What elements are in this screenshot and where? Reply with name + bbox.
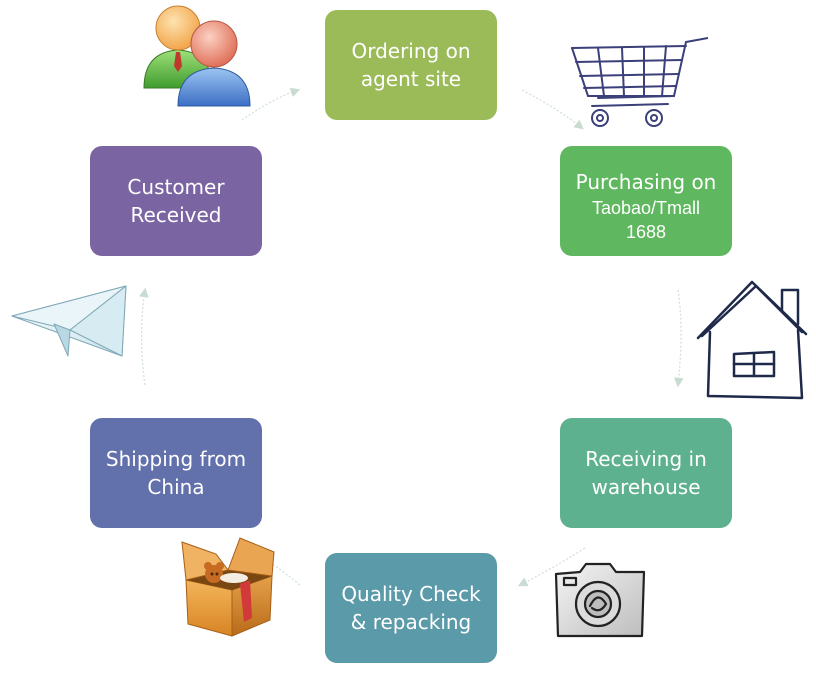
step-purchasing-line-2: Taobao/Tmall bbox=[591, 198, 701, 218]
step-shipping-line-1: Shipping from bbox=[105, 447, 247, 471]
step-ordering-line-1: Ordering on bbox=[351, 39, 471, 63]
arrow-shipping-to-customer bbox=[139, 287, 149, 386]
step-quality-check: Quality Check & repacking bbox=[325, 553, 497, 663]
step-receiving: Receiving in warehouse bbox=[560, 418, 732, 528]
package-box-icon bbox=[181, 537, 275, 637]
step-customer-line-2: Received bbox=[130, 203, 222, 227]
step-receiving-line-2: warehouse bbox=[591, 475, 701, 499]
step-shipping-line-2: China bbox=[147, 475, 205, 499]
arrow-purchasing-to-receiving bbox=[674, 289, 684, 388]
users-icon bbox=[143, 5, 251, 107]
arrow-receiving-to-quality bbox=[517, 547, 586, 587]
step-receiving-line-1: Receiving in bbox=[585, 447, 707, 471]
paper-plane-icon bbox=[11, 285, 127, 357]
step-customer-received: Customer Received bbox=[90, 146, 262, 256]
step-purchasing-line-1: Purchasing on bbox=[575, 170, 717, 194]
house-icon bbox=[696, 280, 808, 400]
step-ordering-line-2: agent site bbox=[360, 67, 462, 91]
arrow-customer-to-ordering bbox=[241, 87, 301, 121]
step-purchasing: Purchasing on Taobao/Tmall 1688 bbox=[560, 146, 732, 256]
camera-icon bbox=[554, 562, 646, 638]
step-ordering: Ordering on agent site bbox=[325, 10, 497, 120]
step-quality-check-line-1: Quality Check bbox=[341, 582, 481, 606]
step-quality-check-line-2: & repacking bbox=[350, 610, 472, 634]
step-purchasing-line-3: 1688 bbox=[625, 222, 667, 242]
arrow-ordering-to-purchasing bbox=[521, 89, 584, 130]
step-customer-line-1: Customer bbox=[127, 175, 225, 199]
step-shipping: Shipping from China bbox=[90, 418, 262, 528]
shopping-cart-icon bbox=[571, 37, 708, 127]
